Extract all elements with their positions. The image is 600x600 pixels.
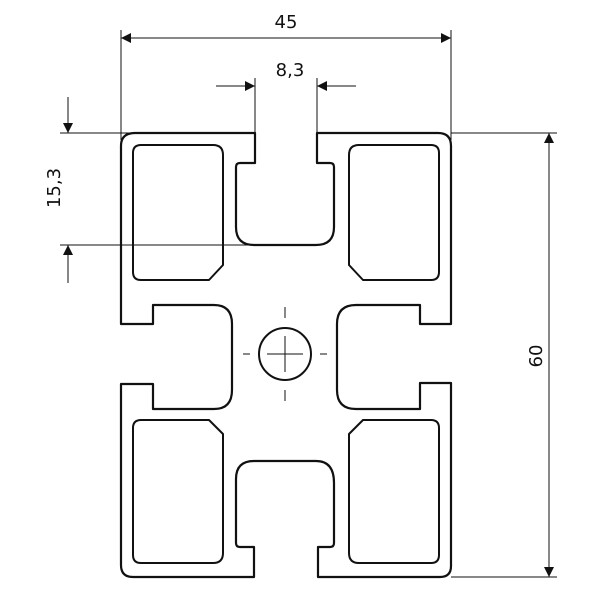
profile-outline (119, 131, 453, 579)
center-bore (258, 327, 312, 381)
cavity-top-right (348, 144, 440, 281)
dimension-slot-depth: 15,3 (44, 97, 255, 283)
dimension-slot-width: 8,3 (216, 60, 356, 133)
slot-depth-label: 15,3 (44, 168, 65, 208)
dimension-height: 60 (451, 132, 557, 578)
cavity-bottom-right (348, 419, 440, 564)
height-label: 60 (526, 345, 547, 368)
cavity-bottom-left (132, 419, 224, 564)
dimension-width: 45 (120, 12, 452, 140)
width-label: 45 (275, 12, 298, 33)
slot-width-label: 8,3 (276, 60, 305, 81)
cavity-top-left (132, 144, 224, 281)
